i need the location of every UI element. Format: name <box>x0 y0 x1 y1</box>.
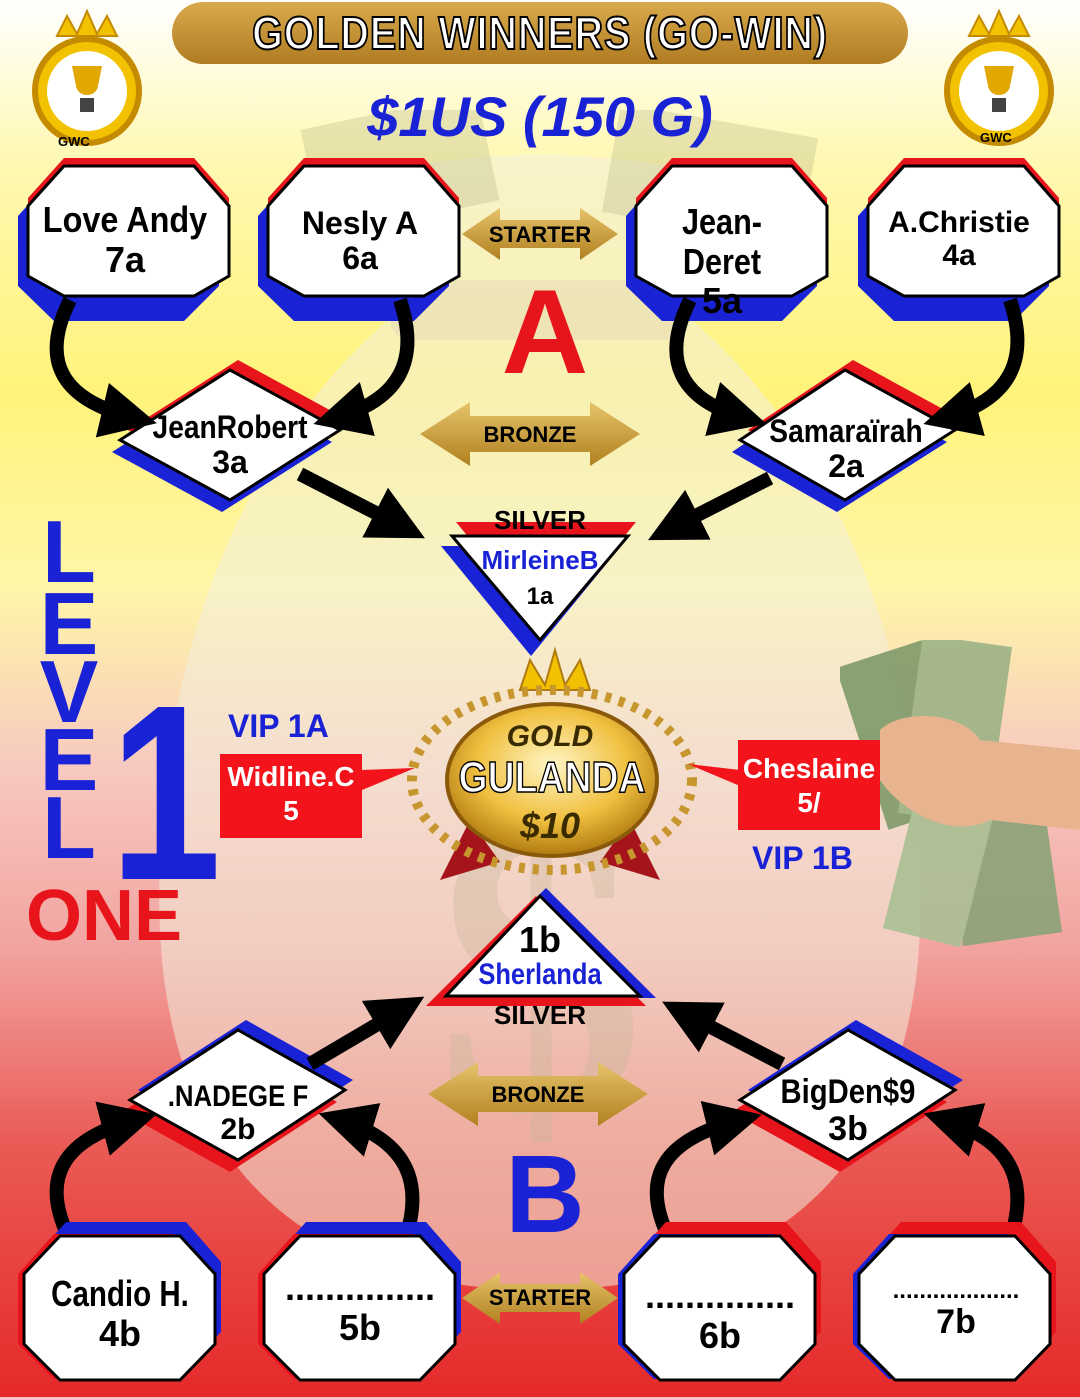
level-letter-4: E <box>39 710 99 809</box>
hex-a-6 <box>258 158 461 321</box>
vip-right-code: 5/ <box>797 786 821 818</box>
node-b-7: ................... 7b <box>866 1277 1046 1342</box>
group-b-letter: B <box>505 1133 585 1256</box>
hex-a-4 <box>858 158 1061 321</box>
node-b-1-code: 1b <box>518 919 561 960</box>
node-a-7-code: 7a <box>104 238 146 280</box>
node-b-4-code: 4b <box>98 1312 141 1354</box>
diamond-b-3 <box>732 1020 963 1172</box>
starter-label-a: STARTER <box>488 222 592 247</box>
gold-winner-name: GULANDA <box>458 752 646 802</box>
node-a-2: Samaraïrah 2a <box>756 413 936 485</box>
vip-right-name: Cheslaine <box>742 753 876 784</box>
vip-left-code: 5 <box>283 794 299 826</box>
vip-right-label: VIP 1B <box>752 840 853 876</box>
node-b-3-name: BigDen$9 <box>780 1073 916 1111</box>
gwc-badge-right <box>944 8 1054 146</box>
node-b-3-code: 3b <box>828 1110 868 1149</box>
diamond-b-2 <box>122 1020 353 1172</box>
vip-left-name: Widline.C <box>227 761 355 792</box>
starter-label-b: STARTER <box>488 1285 592 1310</box>
triangle-b-silver <box>426 888 656 1006</box>
node-b-4-name: Candio H. <box>51 1273 189 1314</box>
node-a-2-name: Samaraïrah <box>769 413 923 449</box>
node-a-1-code: 1a <box>526 583 554 610</box>
node-a-6: Nesly A 6a <box>270 205 450 277</box>
node-a-3: JeanRobert 3a <box>140 409 320 481</box>
hex-b-5 <box>258 1222 461 1382</box>
bronze-label-b: BRONZE <box>491 1082 585 1107</box>
node-b-5-code: 5b <box>338 1306 381 1348</box>
silver-b-label: SILVER <box>494 1000 586 1030</box>
hex-b-4 <box>18 1222 221 1382</box>
level-letter-3: V <box>39 642 99 741</box>
node-a-4: A.Christie 4a <box>866 206 1052 272</box>
node-a-3-name: JeanRobert <box>152 409 308 445</box>
node-a-4-name: A.Christie <box>888 206 1030 239</box>
level-letter-5: L <box>42 778 96 877</box>
node-a-4-code: 4a <box>942 239 976 272</box>
node-a-7-name: Love Andy <box>42 199 208 240</box>
diamond-a-3 <box>112 360 348 512</box>
node-b-2-code: 2b <box>220 1113 256 1146</box>
diamond-a-2 <box>732 360 963 512</box>
gwc-badge-right-text: GWC <box>980 130 1012 145</box>
node-a-5-name: Jean-Deret <box>682 201 762 282</box>
node-a-5-code: 5a <box>701 280 743 322</box>
page-title: GOLDEN WINNERS (GO-WIN) <box>251 6 828 60</box>
node-a-1-name: MirleineB <box>481 545 599 575</box>
node-a-3-code: 3a <box>212 444 248 481</box>
gwc-badge-left <box>32 8 142 146</box>
node-b-1-name: Sherlanda <box>478 958 602 991</box>
node-b-5-name: ............... <box>284 1267 436 1308</box>
node-a-7: Love Andy 7a <box>30 200 220 279</box>
node-b-6-code: 6b <box>698 1314 741 1356</box>
gwc-badge-left-text: GWC <box>58 134 90 149</box>
hex-b-7 <box>853 1222 1056 1382</box>
triangle-a-silver <box>441 522 636 656</box>
hex-a-5 <box>626 158 829 321</box>
hand-money-illustration <box>840 640 1080 948</box>
node-b-3: BigDen$9 3b <box>758 1073 938 1149</box>
node-b-2: .NADEGE F 2b <box>150 1080 326 1146</box>
vip-left-label: VIP 1A <box>228 708 329 744</box>
node-b-4: Candio H. 4b <box>30 1274 210 1353</box>
vip-left-box: Widline.C 5 <box>220 754 362 838</box>
hex-a-7 <box>18 158 231 321</box>
vip-right-box: Cheslaine 5/ <box>738 740 880 830</box>
entry-price: $1US (150 G) <box>367 85 713 148</box>
group-a-letter: A <box>501 265 589 399</box>
title-banner <box>172 2 908 64</box>
level-word: ONE <box>26 876 183 956</box>
bronze-label-a: BRONZE <box>483 422 577 447</box>
node-a-6-name: Nesly A <box>301 205 419 241</box>
node-a-2-code: 2a <box>828 448 864 485</box>
node-b-6: ............... 6b <box>630 1276 810 1355</box>
hex-b-6 <box>618 1222 821 1382</box>
node-b-6-name: ............... <box>644 1275 796 1316</box>
level-letter-2: E <box>39 574 99 673</box>
gold-amount: $10 <box>519 805 581 846</box>
gold-medal <box>407 646 697 880</box>
node-a-5: Jean-Deret 5a <box>632 202 812 321</box>
gold-label: GOLD <box>506 720 594 753</box>
node-a-6-code: 6a <box>342 240 378 277</box>
silver-a-label: SILVER <box>494 505 586 535</box>
node-b-7-name: ................... <box>892 1277 1020 1304</box>
node-b-5: ............... 5b <box>270 1268 450 1347</box>
node-b-2-name: .NADEGE F <box>167 1080 309 1113</box>
level-number: 1 <box>110 653 222 932</box>
node-b-7-code: 7b <box>936 1303 976 1342</box>
level-letter-1: L <box>42 502 96 601</box>
